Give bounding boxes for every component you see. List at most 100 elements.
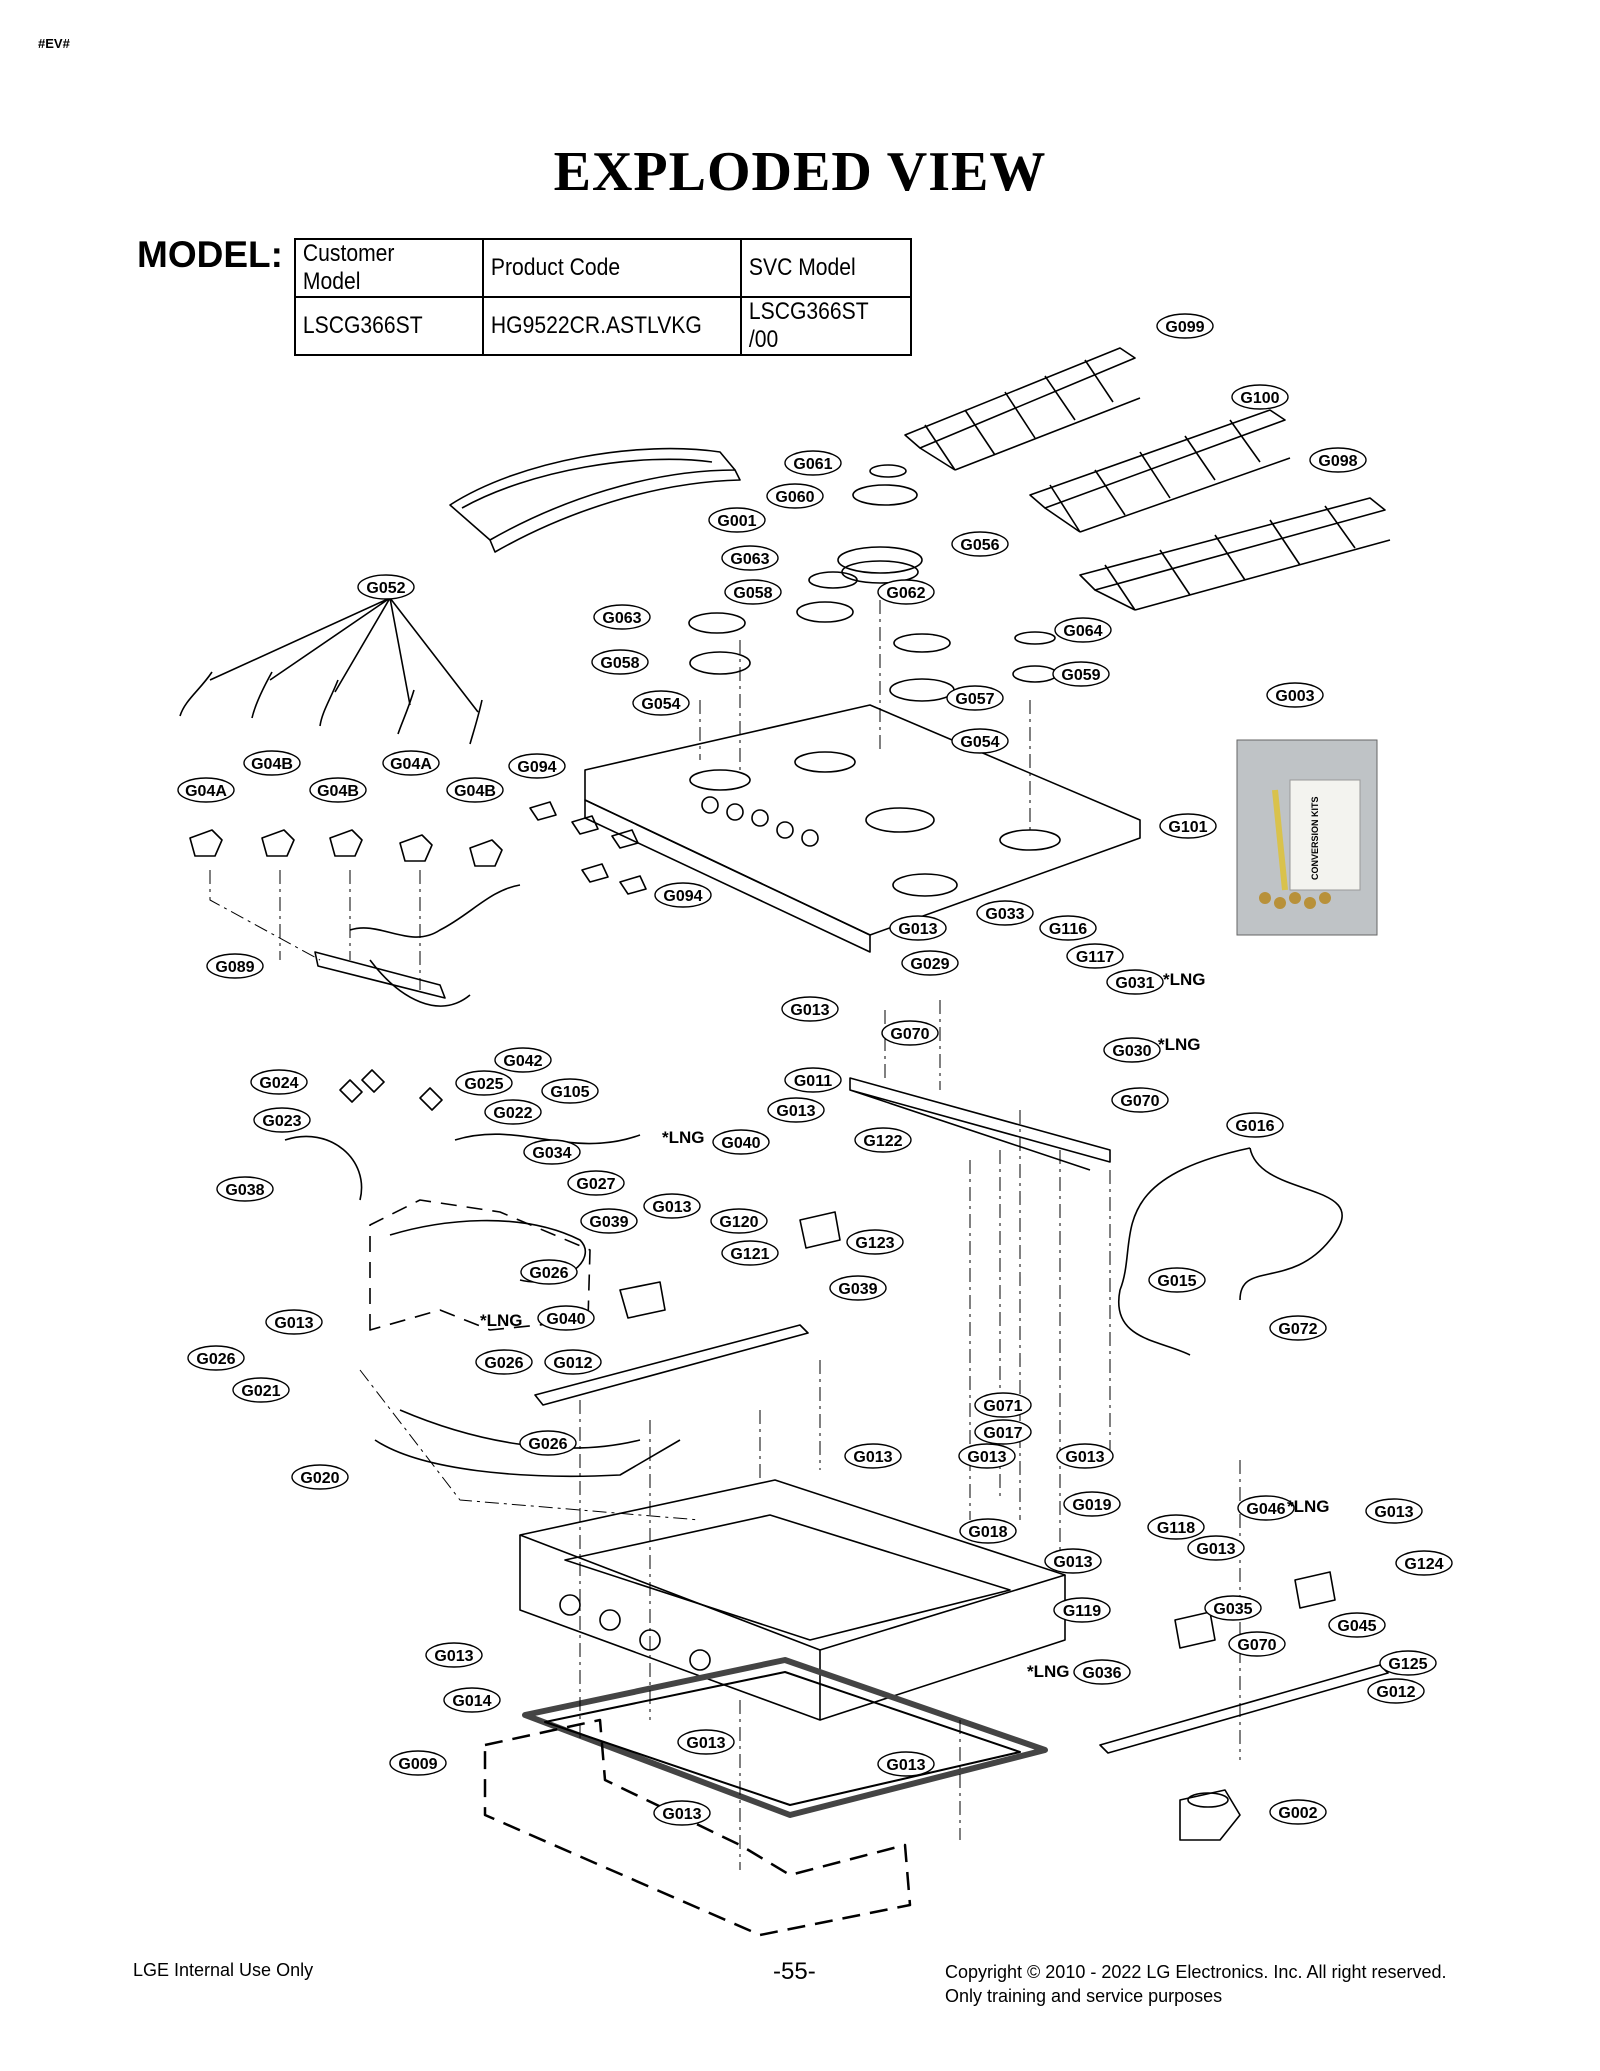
callout-g017: G017 <box>974 1419 1032 1445</box>
rails-g012 <box>534 1324 1389 1754</box>
training-note: Only training and service purposes <box>945 1986 1223 2006</box>
callout-g003: G003 <box>1266 682 1324 708</box>
callout-g036: G036 <box>1073 1659 1131 1685</box>
callout-label: G022 <box>493 1105 532 1122</box>
callout-label: G122 <box>863 1133 902 1150</box>
grate-g100 <box>1029 409 1291 533</box>
callout-label: G040 <box>546 1311 585 1328</box>
callout-label: G089 <box>215 959 254 976</box>
callout-label: G026 <box>196 1351 235 1368</box>
callout-g027: G027 <box>567 1170 625 1196</box>
lng-note: *LNG <box>662 1128 705 1147</box>
value-customer-model: LSCG366ST <box>294 296 462 356</box>
callout-g018: G018 <box>959 1518 1017 1544</box>
callout-label: G040 <box>721 1135 760 1152</box>
callout-g040: G040 <box>712 1129 770 1155</box>
griddle-part <box>449 447 741 553</box>
callout-g101: G101 <box>1159 813 1217 839</box>
callout-g117: G117 <box>1066 943 1124 969</box>
callout-label: G013 <box>686 1735 725 1752</box>
callout-label: G118 <box>1157 1520 1195 1537</box>
callout-g04b: G04B <box>243 750 301 776</box>
callout-label: G039 <box>838 1281 877 1298</box>
callout-label: G125 <box>1388 1656 1427 1673</box>
callout-g034: G034 <box>523 1139 581 1165</box>
callout-label: G064 <box>1063 623 1102 640</box>
header-customer-model: Customer Model <box>294 238 462 298</box>
callout-g070: G070 <box>881 1020 939 1046</box>
callout-label: G019 <box>1072 1497 1111 1514</box>
callout-g031: G031 <box>1106 969 1164 995</box>
callout-label: G018 <box>968 1524 1007 1541</box>
callout-label: G072 <box>1278 1321 1317 1338</box>
callout-label: G026 <box>529 1265 568 1282</box>
callout-g016: G016 <box>1226 1112 1284 1138</box>
callout-g071: G071 <box>974 1392 1032 1418</box>
callout-g024: G024 <box>250 1069 308 1095</box>
valve-manifold <box>314 884 521 1111</box>
callout-g021: G021 <box>232 1377 290 1403</box>
callout-g058: G058 <box>724 579 782 605</box>
header-product-code: Product Code <box>482 238 711 298</box>
model-table-value-row: LSCG366ST HG9522CR.ASTLVKG LSCG366ST /00 <box>294 296 911 356</box>
model-table-header-row: Customer Model Product Code SVC Model <box>294 238 911 298</box>
callout-label: G061 <box>793 456 832 473</box>
callout-label: G015 <box>1157 1273 1196 1290</box>
callout-label: G123 <box>855 1235 894 1252</box>
callout-label: G038 <box>225 1182 264 1199</box>
grate-g099 <box>904 347 1141 471</box>
callout-label: G031 <box>1115 975 1154 992</box>
callout-g120: G120 <box>710 1208 768 1234</box>
callout-label: G034 <box>532 1145 571 1162</box>
callout-g025: G025 <box>455 1070 513 1096</box>
callout-g105: G105 <box>541 1078 599 1104</box>
grate-g098 <box>1079 497 1391 611</box>
lng-note: *LNG <box>1158 1035 1201 1054</box>
footer-copyright: Copyright © 2010 - 2022 LG Electronics. … <box>945 1960 1447 2008</box>
burner-box <box>519 1479 1066 1721</box>
callout-g124: G124 <box>1395 1550 1453 1576</box>
callout-g013: G013 <box>1056 1443 1114 1469</box>
copyright-line: Copyright © 2010 - 2022 LG Electronics. … <box>945 1962 1447 1982</box>
callout-g013: G013 <box>781 996 839 1022</box>
callout-g013: G013 <box>265 1309 323 1335</box>
callout-label: G001 <box>717 513 756 530</box>
page-title: EXPLODED VIEW <box>553 141 1047 203</box>
callout-label: G029 <box>910 956 949 973</box>
callout-label: G105 <box>550 1084 589 1101</box>
callout-label: G030 <box>1112 1043 1151 1060</box>
callout-g012: G012 <box>1367 1678 1425 1704</box>
callout-g116: G116 <box>1039 915 1097 941</box>
model-table: Customer Model Product Code SVC Model LS… <box>294 238 912 356</box>
callout-label: G026 <box>528 1436 567 1453</box>
callout-label: G013 <box>853 1449 892 1466</box>
callout-label: G013 <box>790 1002 829 1019</box>
power-cord <box>1117 1147 1343 1356</box>
callout-g094: G094 <box>654 882 712 908</box>
callout-g023: G023 <box>253 1107 311 1133</box>
callout-label: G011 <box>794 1073 832 1090</box>
callout-g012: G012 <box>544 1349 602 1375</box>
callout-g046: G046 <box>1237 1495 1295 1521</box>
callout-label: G013 <box>898 921 937 938</box>
callout-label: G013 <box>662 1806 701 1823</box>
callout-label: G013 <box>1374 1504 1413 1521</box>
callout-g039: G039 <box>829 1275 887 1301</box>
callout-g061: G061 <box>784 450 842 476</box>
bracket-outline <box>483 1718 912 1937</box>
callout-label: G021 <box>241 1383 280 1400</box>
callout-g013: G013 <box>767 1097 825 1123</box>
callout-label: G04A <box>390 756 432 773</box>
callout-label: G013 <box>1053 1554 1092 1571</box>
callout-g013: G013 <box>958 1443 1016 1469</box>
callout-label: G025 <box>464 1076 503 1093</box>
callout-label: G052 <box>366 580 405 597</box>
callout-g059: G059 <box>1052 661 1110 687</box>
callout-g063: G063 <box>721 545 779 571</box>
callout-g030: G030 <box>1103 1037 1161 1063</box>
callout-g070: G070 <box>1228 1631 1286 1657</box>
callout-g001: G001 <box>708 507 766 533</box>
callout-label: G121 <box>730 1246 769 1263</box>
callout-g045: G045 <box>1328 1612 1386 1638</box>
callout-label: G013 <box>886 1757 925 1774</box>
